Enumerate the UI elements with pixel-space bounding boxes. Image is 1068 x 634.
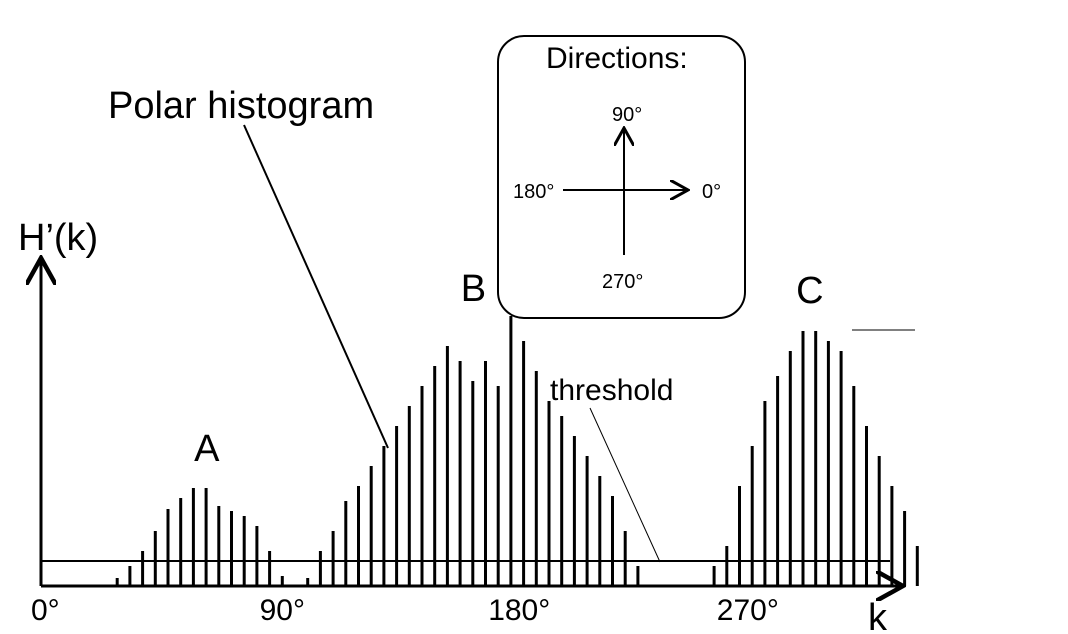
peak-label: B	[461, 268, 486, 310]
x-tick-label: 270°	[717, 594, 779, 627]
title-pointer-line	[243, 124, 389, 449]
inset-label-down: 270°	[602, 271, 643, 293]
inset-frame	[497, 35, 746, 319]
peak-layer: A B C	[194, 268, 823, 470]
inset-label-left: 180°	[513, 181, 554, 203]
tick-layer: 0° 90° 180° 270°	[31, 594, 779, 627]
y-axis-title: H’(k)	[18, 217, 98, 259]
x-axis-title: k	[868, 597, 888, 634]
peak-label: C	[796, 270, 823, 312]
peak-label: A	[194, 428, 220, 470]
inset-label-right: 0°	[702, 181, 721, 203]
x-tick-label: 0°	[31, 594, 60, 627]
chart-title: Polar histogram	[108, 85, 374, 127]
threshold-pointer-line	[589, 407, 661, 563]
direction-inset: Directions: 90° 180° 0° 270°	[497, 35, 746, 319]
inset-title: Directions:	[546, 42, 688, 75]
threshold-label: threshold	[550, 374, 673, 407]
inset-label-up: 90°	[612, 104, 642, 126]
x-tick-label: 90°	[260, 594, 305, 627]
bars-layer	[115, 316, 919, 586]
x-tick-label: 180°	[488, 594, 550, 627]
